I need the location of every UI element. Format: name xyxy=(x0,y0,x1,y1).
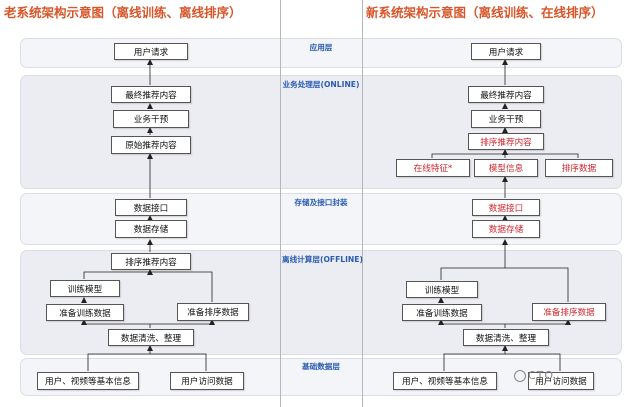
old-basic-info-box: 用户、视频等基本信息 xyxy=(37,372,139,390)
new-train-model-box: 训练模型 xyxy=(406,281,478,298)
watermark-text: CTO xyxy=(528,369,555,382)
old-clean-box: 数据清洗、整理 xyxy=(108,329,194,346)
new-prep-sort-box: 准备排序数据 xyxy=(532,303,606,321)
old-final-content-box: 最终推荐内容 xyxy=(111,86,191,103)
new-basic-info-box: 用户、视频等基本信息 xyxy=(393,372,497,390)
new-user-request-box: 用户请求 xyxy=(471,43,541,60)
layer-label-offline: 离线计算层(OFFLINE) xyxy=(282,255,363,264)
new-sort-data-box: 排序数据 xyxy=(545,159,613,177)
old-prep-sort-box: 准备排序数据 xyxy=(177,303,249,321)
new-arrow-features-to-sorted xyxy=(431,149,508,158)
new-arrow-clean-to-prepsort xyxy=(505,319,571,325)
new-access-data-box: 用户访问数据 xyxy=(528,372,594,390)
layer-label-app: 应用层 xyxy=(309,43,333,52)
watermark-icon xyxy=(514,370,526,382)
panel-divider-left xyxy=(280,0,281,407)
old-train-model-box: 训练模型 xyxy=(50,280,120,297)
new-sorted-content-box: 排序推荐内容 xyxy=(468,133,544,150)
old-arrow-clean-to-preptrain xyxy=(81,319,151,328)
old-intervention-box: 业务干预 xyxy=(113,110,189,128)
new-clean-box: 数据清洗、整理 xyxy=(463,329,549,346)
new-system-title: 新系统架构示意图（离线训练、在线排序） xyxy=(366,5,604,20)
old-raw-content-box: 原始推荐内容 xyxy=(111,136,191,154)
layer-label-base: 基础数据层 xyxy=(302,362,340,371)
old-system-title: 老系统架构示意图（离线训练、离线排序） xyxy=(4,5,242,20)
new-arrow-clean-to-preptrain xyxy=(438,319,506,328)
new-arrow-access-to-clean xyxy=(505,353,561,371)
old-arrow-prepsort-to-sorted xyxy=(150,271,213,302)
panel-divider-right xyxy=(362,0,363,407)
new-arrow-model-to-store xyxy=(440,239,508,280)
old-arrow-basic-to-clean xyxy=(87,345,153,371)
old-sorted-content-box: 排序推荐内容 xyxy=(111,253,191,270)
new-intervention-box: 业务干预 xyxy=(471,110,541,128)
layer-label-business: 业务处理层(ONLINE) xyxy=(282,80,360,89)
old-data-api-box: 数据接口 xyxy=(115,199,187,216)
new-arrow-sortdata-to-sorted xyxy=(505,153,579,158)
old-arrow-access-to-clean xyxy=(150,353,207,371)
new-data-store-box: 数据存储 xyxy=(472,220,540,238)
old-user-request-box: 用户请求 xyxy=(114,43,188,60)
new-data-api-box: 数据接口 xyxy=(472,199,540,216)
new-arrow-prepsort-to-store xyxy=(505,267,569,302)
old-prep-train-box: 准备训练数据 xyxy=(46,304,124,321)
new-arrow-basic-to-clean xyxy=(443,345,508,371)
layer-label-storage: 存储及接口封装 xyxy=(294,198,348,207)
old-access-data-box: 用户访问数据 xyxy=(170,372,244,390)
new-final-content-box: 最终推荐内容 xyxy=(468,86,544,103)
old-arrow-clean-to-prepsort xyxy=(150,319,215,325)
old-data-store-box: 数据存储 xyxy=(115,220,187,238)
new-online-features-box: 在线特征* xyxy=(396,159,470,177)
new-prep-train-box: 准备训练数据 xyxy=(402,304,482,321)
old-arrow-model-to-sorted xyxy=(83,269,153,279)
new-model-info-box: 模型信息 xyxy=(474,159,538,177)
